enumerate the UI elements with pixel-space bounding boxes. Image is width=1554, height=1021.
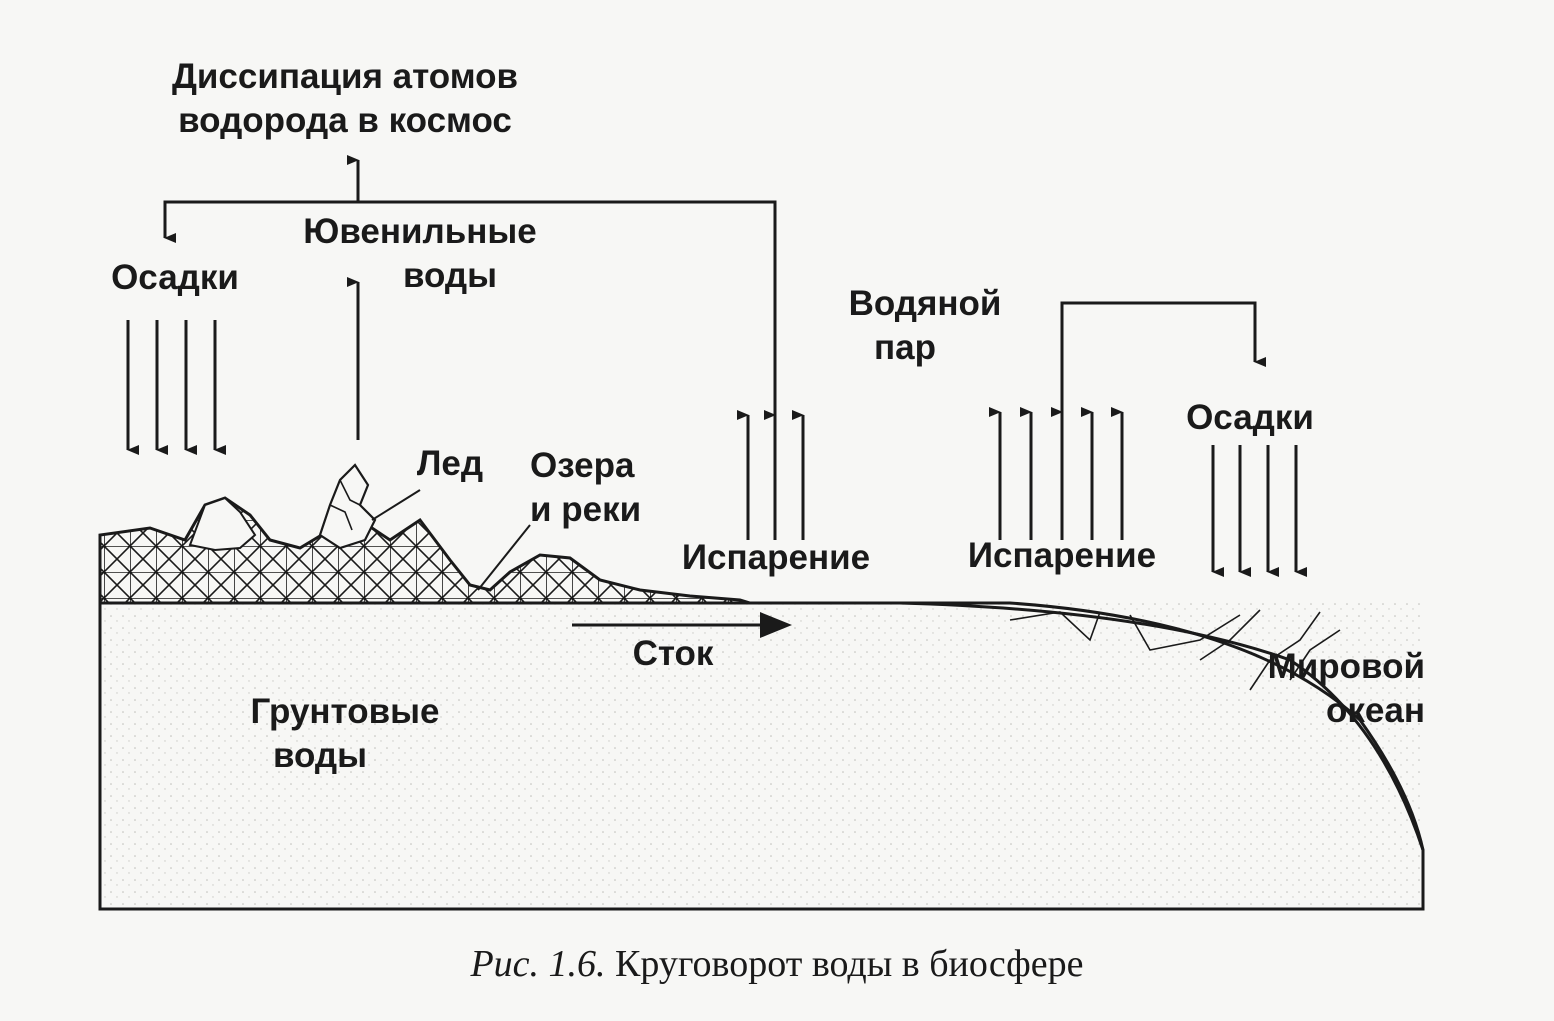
ocean-loop (1060, 301, 1266, 415)
ice-leader-line (371, 489, 421, 521)
ocean-label-line1: Мировой (1267, 647, 1425, 686)
figure-number: Рис. 1.6. (470, 943, 606, 985)
groundwater-label-line1: Грунтовые (250, 692, 440, 731)
evaporation-arrows-left (737, 410, 805, 540)
precipitation-arrows-left (126, 320, 226, 455)
land-mountains (98, 463, 751, 605)
atmosphere-loop (163, 155, 777, 430)
runoff-label: Сток (632, 634, 714, 673)
juvenile-label-line1: Ювенильные (303, 212, 537, 251)
ice-label: Лед (416, 444, 484, 483)
evaporation-arrows-right (989, 407, 1124, 540)
dissipation-label-line1: Диссипация атомов (171, 57, 519, 96)
ocean-label-line2: океан (1326, 691, 1425, 730)
runoff-arrow (572, 612, 792, 638)
water-vapor-label: Водяной пар (840, 282, 1010, 370)
lakes-rivers-label: Озера и реки (530, 444, 660, 532)
juvenile-label-line2: воды (402, 256, 498, 295)
lakes-label-line1: Озера (530, 446, 635, 485)
world-ocean-label: Мировой океан (1250, 645, 1425, 733)
precipitation-label-left: Осадки (111, 258, 239, 297)
lakes-leader-line (477, 524, 531, 591)
precipitation-label-right: Осадки (1186, 398, 1314, 437)
dissipation-label-line2: водорода в космос (178, 101, 512, 140)
juvenile-water-label: Ювенильные воды (295, 210, 545, 298)
water-vapor-label-line1: Водяной (848, 284, 1002, 323)
evaporation-label-right: Испарение (967, 536, 1157, 575)
ocean-cracks (1009, 609, 1341, 691)
ground-block (98, 601, 1425, 911)
lakes-label-line2: и реки (530, 490, 642, 529)
water-vapor-label-line2: пар (874, 328, 936, 367)
precipitation-arrows-right (1211, 445, 1307, 577)
figure-title: Круговорот воды в биосфере (615, 943, 1084, 985)
dissipation-label: Диссипация атомов водорода в космос (170, 55, 520, 143)
groundwater-label-line2: воды (272, 736, 368, 775)
figure-caption: Рис. 1.6. Круговорот воды в биосфере (0, 942, 1554, 986)
evaporation-label-left: Испарение (681, 538, 871, 577)
groundwater-label: Грунтовые воды (240, 690, 450, 778)
